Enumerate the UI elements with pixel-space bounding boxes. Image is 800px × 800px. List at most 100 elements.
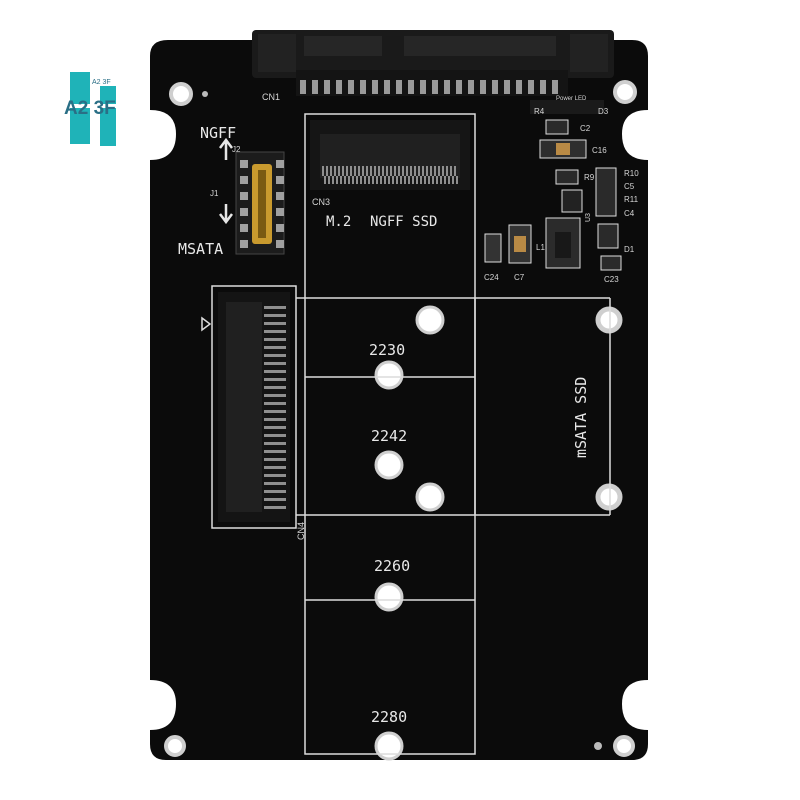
m2-pin <box>382 166 384 176</box>
msata-pin <box>264 354 286 357</box>
sata-pin <box>444 80 450 94</box>
label-c23: C23 <box>604 275 619 284</box>
msata-pin <box>264 362 286 365</box>
m2-pin <box>344 176 346 184</box>
label-cn4: CN4 <box>296 522 306 540</box>
svg-text:A2 3F: A2 3F <box>92 79 111 86</box>
sata-pin <box>432 80 438 94</box>
m2-pin <box>408 176 410 184</box>
msata-pin <box>264 314 286 317</box>
msata-pin <box>264 402 286 405</box>
mounting-hole <box>374 450 404 480</box>
label-c24: C24 <box>484 273 499 282</box>
m2-pin <box>412 176 414 184</box>
m2-pin <box>436 176 438 184</box>
m2-pin <box>406 166 408 176</box>
sata-pin <box>384 80 390 94</box>
m2-pin <box>334 166 336 176</box>
msata-pin <box>264 394 286 397</box>
mounting-hole <box>594 742 602 750</box>
size-label-2230: 2230 <box>369 341 405 359</box>
m2-pin <box>400 176 402 184</box>
m2-pin <box>386 166 388 176</box>
m2-pin <box>372 176 374 184</box>
m2-pin <box>410 166 412 176</box>
mounting-hole <box>164 735 186 757</box>
msata-pin <box>264 338 286 341</box>
jumper-pin <box>240 240 248 248</box>
msata-pin <box>264 490 286 493</box>
msata-pin <box>264 482 286 485</box>
sata-pin <box>456 80 462 94</box>
msata-pin <box>264 466 286 469</box>
mounting-hole <box>374 731 404 761</box>
jumper-pin <box>240 192 248 200</box>
mounting-hole <box>374 360 404 390</box>
msata-pin <box>264 474 286 477</box>
msata-pin <box>264 346 286 349</box>
msata-pin <box>264 306 286 309</box>
jumper-pin <box>276 160 284 168</box>
m2-pin <box>324 176 326 184</box>
sata-pin <box>312 80 318 94</box>
label-m2: M.2 <box>326 214 351 230</box>
m2-pin <box>356 176 358 184</box>
m2-pin <box>338 166 340 176</box>
m2-pin <box>336 176 338 184</box>
label-j2: J2 <box>232 145 241 154</box>
label-cn3: CN3 <box>312 197 330 207</box>
mounting-hole <box>613 735 635 757</box>
m2-pin <box>432 176 434 184</box>
svg-text:A2 3F: A2 3F <box>64 98 116 119</box>
label-ngff-ssd: NGFF SSD <box>370 214 437 230</box>
label-j1: J1 <box>210 189 219 198</box>
m2-pin <box>388 176 390 184</box>
m2-pin <box>376 176 378 184</box>
sata-connector <box>252 30 614 96</box>
sata-pin <box>300 80 306 94</box>
m2-pin <box>348 176 350 184</box>
label-c2: C2 <box>580 124 591 133</box>
m2-pin <box>402 166 404 176</box>
m2-pin <box>416 176 418 184</box>
jumper-pin <box>240 208 248 216</box>
msata-pin <box>264 442 286 445</box>
jumper-switch <box>201 137 285 332</box>
mounting-hole <box>374 582 404 612</box>
jumper-pin <box>240 176 248 184</box>
mounting-hole <box>613 80 637 104</box>
label-power: Power LED <box>556 96 587 102</box>
label-c4: C4 <box>624 209 635 218</box>
m2-pin <box>430 166 432 176</box>
sata-pin <box>360 80 366 94</box>
m2-pin <box>378 166 380 176</box>
m2-pin <box>364 176 366 184</box>
sata-pin <box>504 80 510 94</box>
label-r4: R4 <box>534 107 545 116</box>
mounting-hole <box>595 483 623 511</box>
m2-pin <box>434 166 436 176</box>
size-label-2260: 2260 <box>374 557 410 575</box>
silkscreen-lines <box>211 113 611 755</box>
sata-pin <box>408 80 414 94</box>
m2-pin <box>330 166 332 176</box>
msata-pin <box>264 378 286 381</box>
m2-pin <box>346 166 348 176</box>
m2-pin <box>368 176 370 184</box>
m2-pin <box>396 176 398 184</box>
sata-pin <box>468 80 474 94</box>
msata-pin <box>264 426 286 429</box>
m2-pin <box>450 166 452 176</box>
m2-pin <box>390 166 392 176</box>
m2-pin <box>370 166 372 176</box>
sata-pin <box>324 80 330 94</box>
m2-pin <box>440 176 442 184</box>
smd-components <box>484 100 622 271</box>
jumper-pin <box>240 224 248 232</box>
sata-pin <box>336 80 342 94</box>
m2-pin <box>392 176 394 184</box>
sata-pin <box>396 80 402 94</box>
m2-slot-connector <box>310 120 470 190</box>
jumper-pin <box>276 224 284 232</box>
m2-pin <box>322 166 324 176</box>
